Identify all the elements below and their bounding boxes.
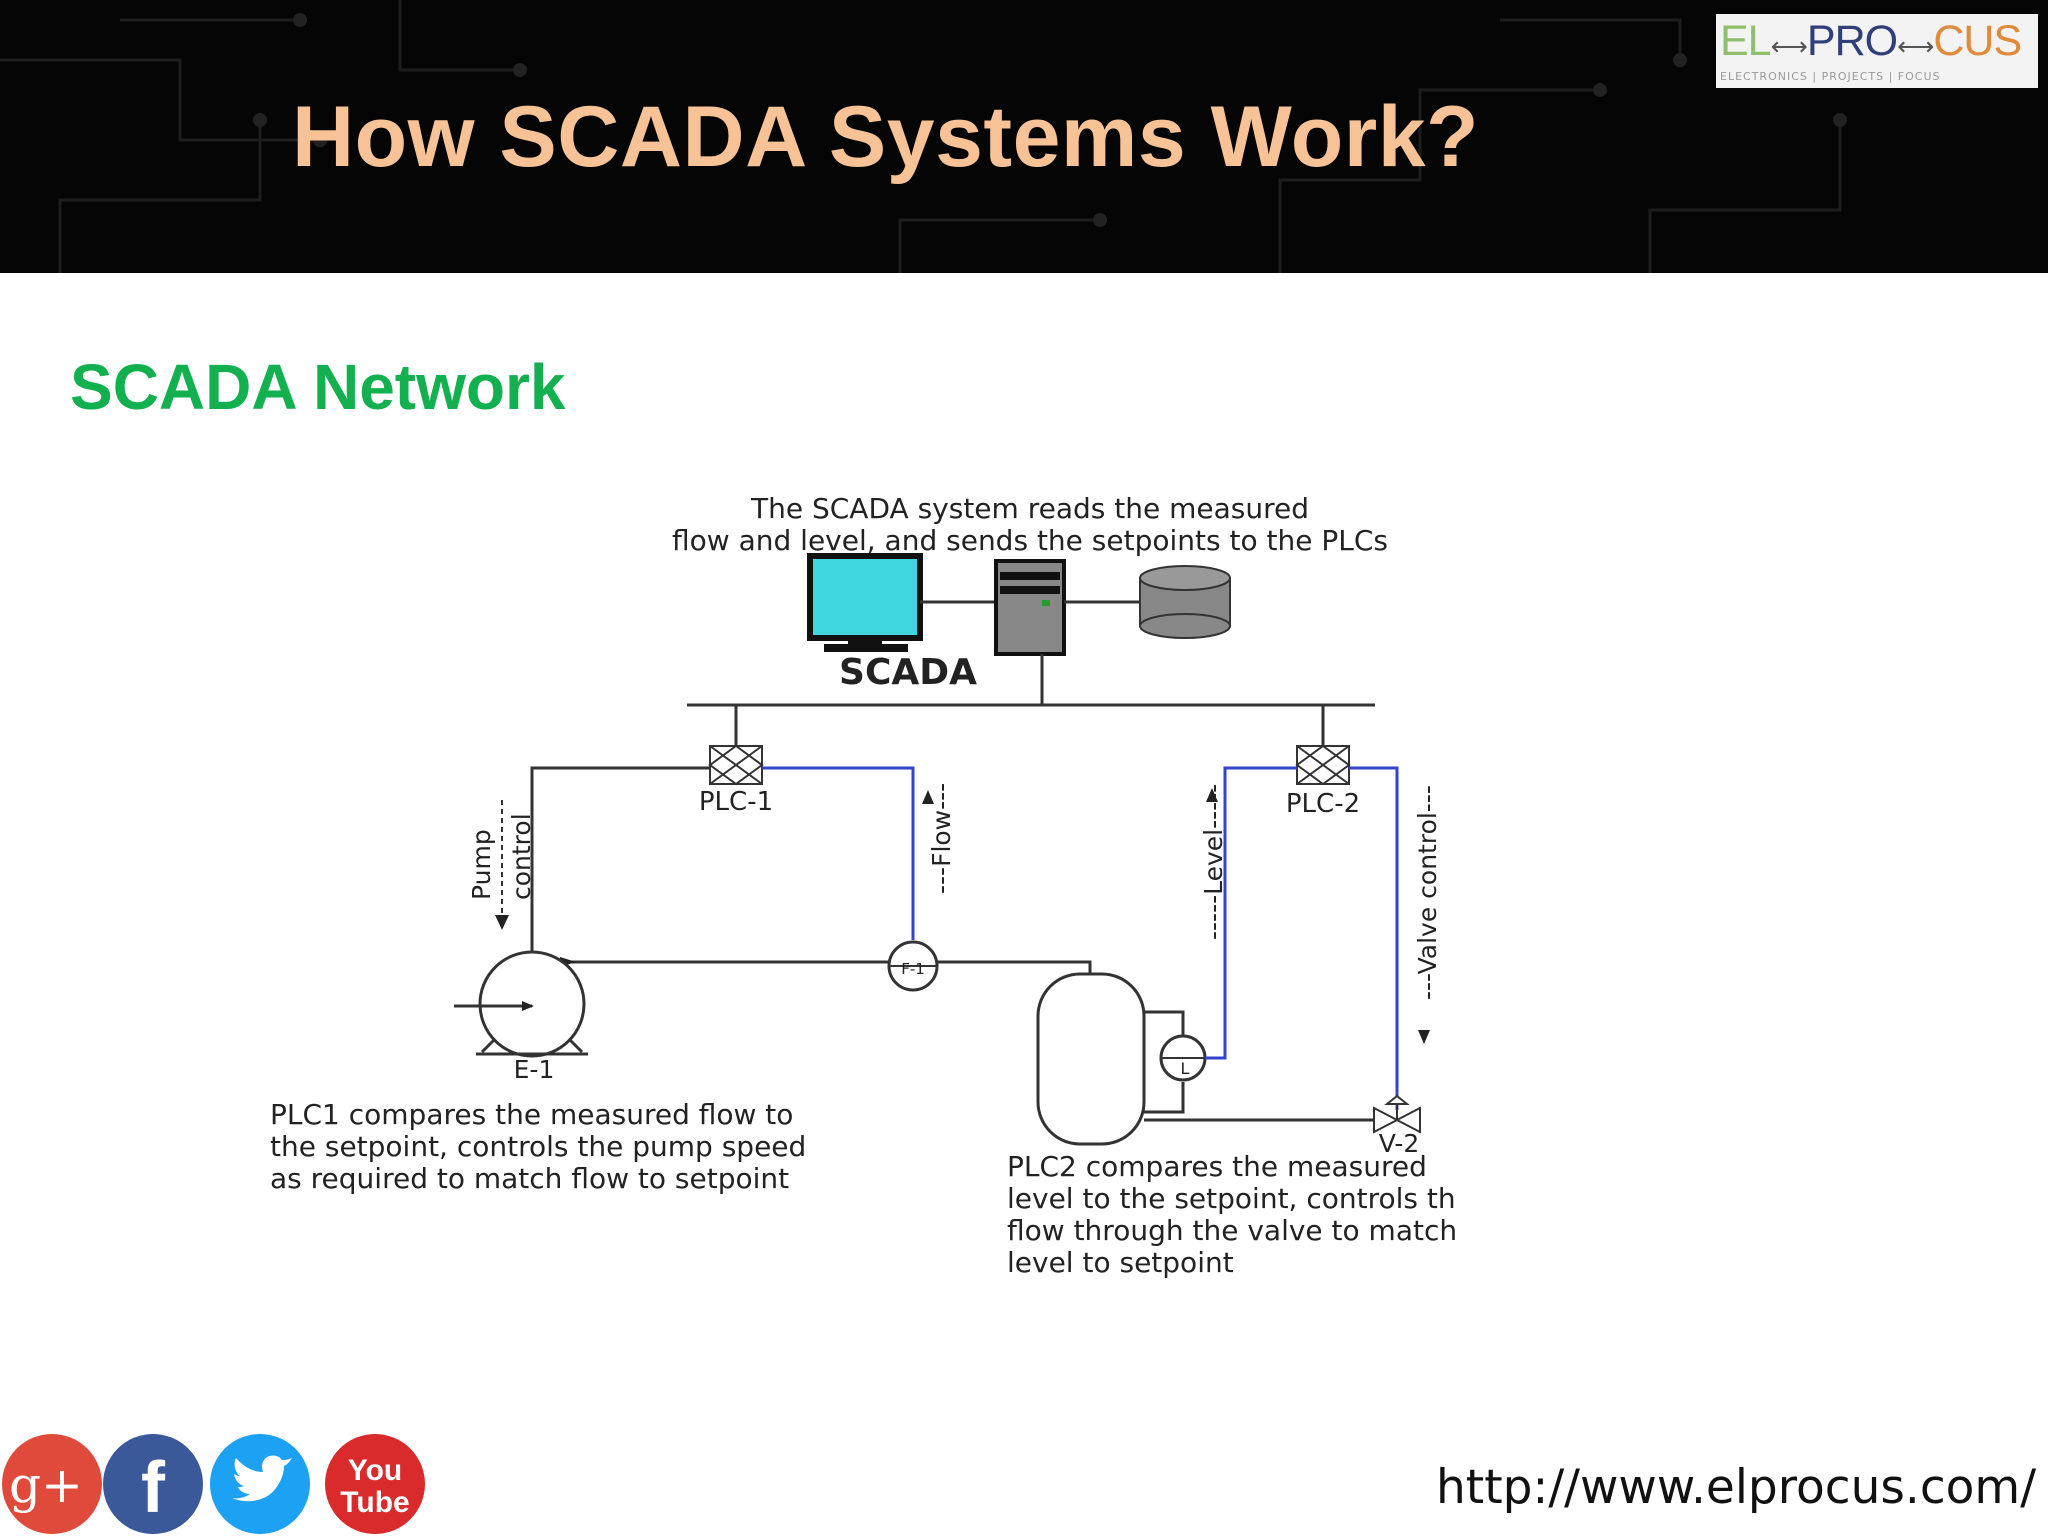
logo-text-el: EL: [1720, 17, 1772, 65]
plc-1-symbol: [708, 744, 764, 786]
logo-tagline: ELECTRONICS | PROJECTS | FOCUS: [1720, 70, 1941, 83]
page-title: How SCADA Systems Work?: [292, 89, 1480, 185]
flow-label: ---Flow---: [927, 783, 956, 894]
svg-text:L: L: [1181, 1059, 1190, 1078]
level-label: -----Level-----: [1199, 784, 1228, 940]
twitter-icon[interactable]: [208, 1432, 312, 1536]
plc-2-label: PLC-2: [1286, 789, 1360, 819]
svg-text:f: f: [141, 1448, 166, 1528]
svg-text:PLC1 compares the measured flo: PLC1 compares the measured flow to: [270, 1098, 793, 1131]
database-icon: [1139, 565, 1231, 639]
scada-label: SCADA: [839, 652, 977, 693]
valve-v2: [1373, 1094, 1421, 1134]
logo-arrow: ⟷: [1770, 31, 1808, 61]
process-pipe: [532, 960, 1092, 974]
svg-text:the setpoint, controls the pum: the setpoint, controls the pump speed: [270, 1130, 806, 1163]
top-caption-line-1: The SCADA system reads the measured: [750, 492, 1309, 525]
header-banner: How SCADA Systems Work? EL⟷PRO⟷CUS ELECT…: [0, 0, 2048, 273]
elprocus-logo[interactable]: EL⟷PRO⟷CUS ELECTRONICS | PROJECTS | FOCU…: [1716, 14, 2038, 88]
level-sensor-l: L: [1159, 1034, 1207, 1082]
logo-arrow: ⟷: [1897, 31, 1934, 61]
plc-1-label: PLC-1: [699, 787, 773, 817]
youtube-icon[interactable]: You Tube: [323, 1432, 427, 1536]
svg-text:You: You: [348, 1454, 402, 1487]
google-plus-icon[interactable]: g+: [0, 1432, 104, 1536]
plc-2-symbol: [1295, 744, 1351, 786]
top-caption-line-2: flow and level, and sends the setpoints …: [672, 524, 1388, 557]
svg-text:Tube: Tube: [340, 1486, 409, 1519]
svg-text:level to the setpoint, control: level to the setpoint, controls th: [1007, 1182, 1456, 1215]
valve-control-label: ---Valve control---: [1413, 785, 1442, 1000]
section-heading: SCADA Network: [70, 351, 566, 423]
svg-text:F-1: F-1: [901, 960, 925, 978]
svg-text:flow through the valve to matc: flow through the valve to match: [1007, 1214, 1457, 1247]
svg-text:PLC2 compares the measured: PLC2 compares the measured: [1007, 1150, 1427, 1183]
logo-text-pro: PRO: [1806, 17, 1898, 65]
facebook-icon[interactable]: f: [101, 1432, 205, 1536]
pump-control-label-1: Pump: [467, 829, 496, 900]
svg-text:g+: g+: [9, 1456, 83, 1514]
flow-sensor-f1: F-1: [887, 940, 939, 992]
monitor-icon: [807, 553, 923, 652]
logo-text-cus: CUS: [1933, 17, 2022, 65]
server-icon: [994, 559, 1066, 656]
valve-label: V-2: [1379, 1129, 1420, 1158]
plc-2-caption: PLC2 compares the measured level to the …: [1007, 1150, 1457, 1279]
plc-1-caption: PLC1 compares the measured flow to the s…: [270, 1098, 806, 1195]
pump-label: E-1: [514, 1055, 555, 1084]
circuit-background: [0, 0, 1847, 273]
svg-text:level to setpoint: level to setpoint: [1007, 1246, 1234, 1279]
tank-vessel: [1036, 972, 1146, 1146]
pump-e1: [454, 950, 588, 1058]
pump-control-label-2: control: [507, 813, 536, 900]
website-url-link[interactable]: http://www.elprocus.com/: [1436, 1460, 2037, 1515]
svg-text:as required to match flow to s: as required to match flow to setpoint: [270, 1162, 789, 1195]
